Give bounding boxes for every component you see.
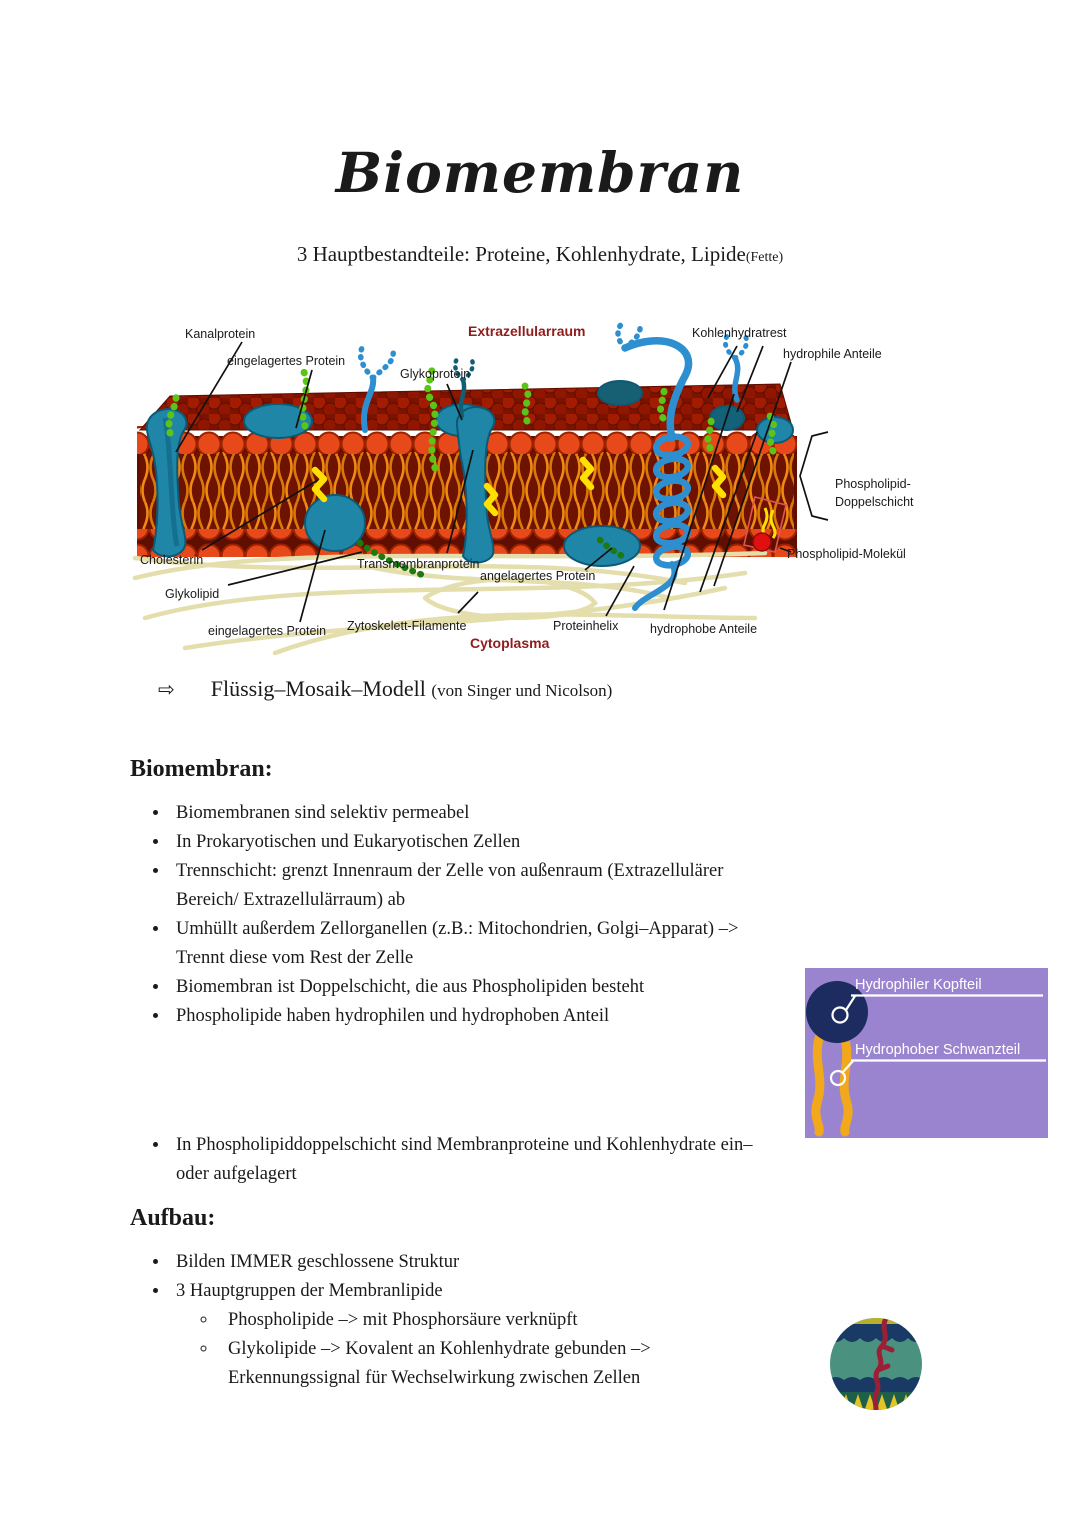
list-item: Trennschicht: grenzt Innenraum der Zelle… [170,857,960,915]
label-phospholipid-doppelschicht-2: Doppelschicht [835,495,914,509]
sub-bullet-list: Phospholipide –> mit Phosphorsäure verkn… [176,1306,960,1393]
label-phospholipid-doppelschicht-1: Phospholipid- [835,477,911,491]
list-item: 3 Hauptgruppen der Membranlipide Phospho… [170,1277,960,1393]
label-angelagertes-protein: angelagertes Protein [480,569,595,583]
list-item: Bilden IMMER geschlossene Struktur [170,1248,960,1277]
label-hydrophiler-kopfteil: Hydrophiler Kopfteil [855,977,982,993]
glycoprotein-dark [453,354,475,419]
label-cytoplasma: Cytoplasma [470,635,550,651]
list-item: Phospholipide haben hydrophilen und hydr… [170,1002,960,1031]
subtitle-note: (Fette) [745,250,784,265]
bullet-list: Biomembranen sind selektiv permeabel In … [130,799,960,1189]
label-hydrophober-schwanzteil: Hydrophober Schwanzteil [855,1042,1020,1058]
phospholipid-molecule-highlight [743,496,787,553]
label-kanalprotein: Kanalprotein [185,327,255,341]
list-item: Glykolipide –> Kovalent an Kohlenhydrate… [218,1335,960,1393]
membrane-crosssection-thumbnail [830,1318,922,1410]
model-line: ⇨ Flüssig–Mosaik–Modell (von Singer und N… [158,676,612,702]
section-heading: Aufbau: [130,1205,216,1231]
list-item: Biomembranen sind selektiv permeabel [170,799,960,828]
label-kohlenhydratrest: Kohlenhydratrest [692,326,787,340]
model-note: (von Singer und Nicolson) [431,681,613,700]
list-item: In Prokaryotischen und Eukaryotischen Ze… [170,828,960,857]
phospholipid-figure: Hydrophiler Kopfteil Hydrophober Schwanz… [805,968,1048,1138]
label-eingelagertes-protein-top: eingelagertes Protein [227,354,345,368]
embedded-protein-bottom [304,494,366,552]
glycolipid-chains [356,536,629,580]
label-phospholipid-molekuel: Phospholipid-Molekül [787,547,906,561]
list-item: Phospholipide –> mit Phosphorsäure verkn… [218,1306,960,1335]
list-item: In Phospholipiddoppelschicht sind Membra… [170,1131,960,1189]
label-extrazellularraum: Extrazellularraum [468,323,586,339]
section-heading: Biomembran: [130,756,273,782]
label-cholesterin: Cholesterin [140,553,203,567]
embedded-protein-top [243,403,313,439]
label-zytoskelett-filamente: Zytoskelett-Filamente [347,619,467,633]
label-hydrophobe-anteile: hydrophobe Anteile [650,622,757,636]
annotation-lines [175,341,829,623]
cytoskeleton-filaments [132,550,768,656]
label-glykolipid: Glykolipid [165,587,219,601]
subtitle-main: 3 Hauptbestandteile: Proteine, Kohlenhyd… [296,242,746,266]
page-title: Biomembran [335,140,745,205]
list-item: Biomembran ist Doppelschicht, die aus Ph… [170,973,960,1002]
label-proteinhelix: Proteinhelix [553,619,619,633]
section-biomembran: Biomembran: Biomembranen sind selektiv p… [130,756,960,1189]
label-hydrophile-anteile: hydrophile Anteile [783,347,882,361]
section-aufbau: Aufbau: Bilden IMMER geschlossene Strukt… [130,1205,960,1393]
glycoprotein-blue [357,319,750,611]
cholesterol [311,456,727,517]
transmembrane-protein [455,406,496,564]
arrow-icon: ⇨ [158,679,175,701]
label-eingelagertes-protein-bottom: eingelagertes Protein [208,624,326,638]
channel-protein [145,408,188,558]
label-glykoprotein: Glykoprotein [400,367,470,381]
membrane-diagram: Kanalprotein eingelagertes Protein Glyko… [132,319,914,656]
lipid-tails [811,1033,853,1137]
list-item: Umhüllt außerdem Zellorganellen (z.B.: M… [170,915,960,973]
attached-protein [563,525,641,567]
label-transmembranprotein: Transmembranprotein [357,557,480,571]
bullet-list: Bilden IMMER geschlossene Struktur 3 Hau… [130,1248,960,1393]
model-name: Flüssig–Mosaik–Modell [210,676,426,701]
subtitle: 3 Hauptbestandteile: Proteine, Kohlenhyd… [0,242,1080,267]
